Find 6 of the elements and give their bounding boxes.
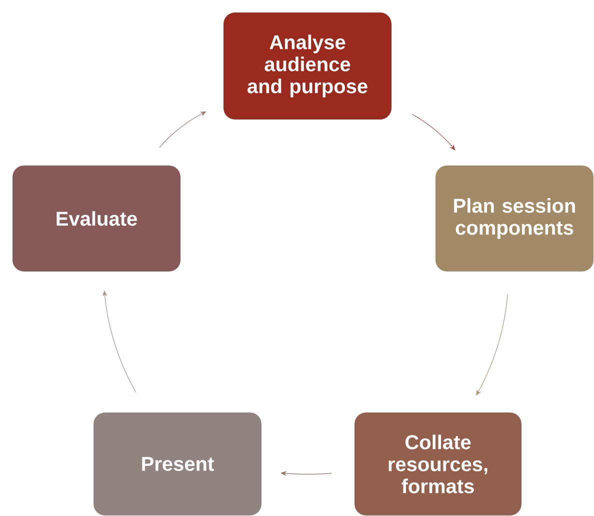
process-box: Evaluate [12, 164, 182, 272]
process-box: Analyse audience and purpose [222, 12, 392, 120]
process-box: Present [92, 411, 262, 516]
process-box: Plan session components [434, 164, 594, 272]
arrow [412, 114, 456, 150]
process-box: Collate resources, formats [354, 411, 522, 516]
